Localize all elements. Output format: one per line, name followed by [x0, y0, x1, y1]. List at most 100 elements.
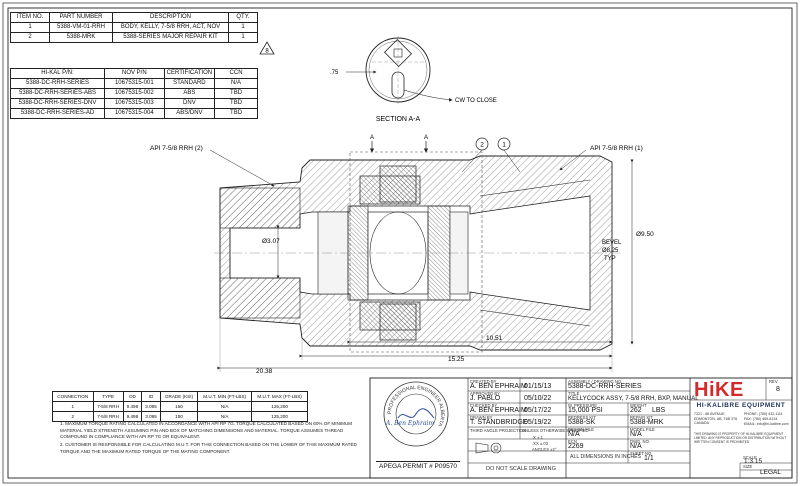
engineer-stamp: PROFESSIONAL ENGINEER ALBERTA: [382, 380, 450, 448]
logo-text: HiKE: [694, 379, 744, 401]
dwg-no-label: DWG. NO.: [630, 439, 651, 444]
pressure-label: W. PRESSURE: [568, 403, 598, 408]
design-file: N/A: [568, 431, 580, 438]
tolerance-3: ANGLES ±2°: [532, 447, 557, 452]
tolerance-1: .X ±.1: [532, 435, 543, 440]
third-angle-projection-icon: [475, 442, 502, 454]
ecn: 2269: [568, 443, 584, 450]
do-not-scale: DO NOT SCALE DRAWING: [486, 466, 556, 472]
section-label: SECTION A-A: [376, 116, 421, 123]
title-label: TITLE: [568, 391, 580, 396]
approved-by: J. PABLO: [470, 395, 501, 402]
callouts: API 7-5/8 RRH (2) API 7-5/8 RRH (1) 2 1: [150, 137, 643, 187]
assembly-number: 5388-DC-RRH-SERIES: [568, 383, 642, 390]
tolerance-2: .XX ±.03: [532, 441, 549, 446]
company-address: 7321 - 68 AVENUE, EDMONTON, AB, T6B 3T6 …: [694, 412, 738, 425]
scale-label: SCALE: [743, 455, 757, 460]
drawn-by: T. STANDBRIDGE: [470, 419, 528, 426]
section-dimension: .75: [330, 70, 339, 76]
dwg-no: N/A: [630, 443, 642, 450]
sheet-number: 1/1: [644, 455, 654, 462]
bore-dimension: Ø3.07: [262, 238, 280, 245]
repair-kit: 5388-MRK: [630, 419, 664, 426]
company-phone: PHONE: (780) 432-1111 FAX: (780) 469-813…: [744, 412, 783, 421]
kellycock-body-section: [214, 151, 620, 353]
pressure: 15,000 PSI: [568, 407, 603, 414]
checked-by-label: CHECKED BY: [470, 403, 498, 408]
sheet-label: SHEET NO.: [630, 451, 653, 456]
model-file: N/A: [630, 431, 642, 438]
torque-header-row: CONNECTION TYPE OD ID GRADE (KSI) M.U.T.…: [52, 391, 308, 402]
weight-label: WEIGHT: [630, 403, 647, 408]
repair-label: REPAIR KIT: [630, 415, 653, 420]
revision-flag-icon: 8: [259, 41, 275, 55]
note-2: 2. CUSTOMER IS RESPONSIBLE FOR CALCULATI…: [60, 442, 357, 454]
cut-label-left: A: [370, 135, 374, 141]
apega-permit: APEGA PERMIT # P09570: [376, 461, 460, 470]
table-row: 2 7-5/8 RRH 9.498 3.095 150 N/A 125,200: [52, 411, 308, 422]
part-number-table: HI-KAL P/N: NOV P/N CERTIFICATION CCN 53…: [9, 68, 258, 119]
section-cut-markers: A A: [369, 135, 429, 153]
torque-grade: 150: [159, 411, 199, 422]
company-email: EMAIL: info@hi-kalibre.com: [744, 422, 789, 426]
dimensions: Ø3.07 Ø9.50 BEVEL Ø8.25 TYP 10.51 15.25 …: [217, 159, 654, 375]
weight: 262: [630, 407, 642, 414]
api-left-label: API 7-5/8 RRH (2): [150, 145, 203, 152]
design-file-label: DESIGN FILE: [568, 427, 595, 432]
units-note: ALL DIMENSIONS IN INCHES: [570, 454, 642, 460]
cut-label-right: A: [424, 135, 428, 141]
note-1: 1. MAXIMUM TORQUE RATING CALCULATED IN A…: [60, 421, 353, 439]
pn-hikal: 5388-DC-RRH-SERIES-AD: [9, 108, 106, 119]
redress-kit: 5388-SK: [568, 419, 596, 426]
torque-type: 7-5/8 RRH: [92, 411, 124, 422]
torque-max: 125,200: [251, 411, 308, 422]
company-disclaimer: THIS DRAWING IS PROPERTY OF HI-KALIBRE E…: [694, 432, 787, 444]
drawing-title: KELLYCOCK ASSY, 7-5/8 RRH, BXP, MANUAL: [568, 395, 699, 402]
cw-to-close-label: CW TO CLOSE: [455, 98, 497, 104]
redress-label: REDRESS KIT: [568, 415, 596, 420]
scale: 1:3.15: [744, 458, 763, 465]
bom-qty: 1: [228, 32, 258, 43]
company-name: HI-KALIBRE EQUIPMENT: [696, 402, 786, 409]
torque-table: CONNECTION TYPE OD ID GRADE (KSI) M.U.T.…: [52, 391, 308, 422]
checked-by: A. BEN EPHRAIM: [470, 407, 527, 414]
balloon-2-text: 2: [480, 142, 484, 149]
company-logo: HiKE: [694, 380, 764, 402]
pn-ccn: TBD: [214, 108, 258, 119]
checked-date: 05/17/22: [524, 407, 552, 414]
approved-by-label: APPROVED BY: [470, 391, 501, 396]
created-by: A. BEN EPHRAIM: [470, 383, 527, 390]
balloon-1-text: 1: [502, 142, 506, 149]
dimension-1525: 15.25: [448, 356, 465, 363]
stamp-signature: A. Ben Ephraim: [386, 420, 435, 427]
dimension-2038: 20.38: [256, 368, 273, 375]
projection-label: THIRD ANGLE PROJECTION: [470, 428, 527, 433]
section-a-a-view: .75 CW TO CLOSE SECTION A-A: [330, 36, 497, 123]
model-file-label: MODEL FILE: [630, 427, 655, 432]
approved-date: 05/10/22: [524, 395, 552, 402]
tolerance-label: UNLESS OTHERWISE SPECIFIED: [522, 428, 589, 433]
bom-table: ITEM NO. PART NUMBER DESCRIPTION QTY. 1 …: [10, 12, 258, 43]
weight-unit: LBS: [652, 407, 666, 414]
table-row: 2 5388-MRK 5388-SERIES MAJOR REPAIR KIT …: [10, 32, 258, 43]
stamp-seal-icon: PROFESSIONAL ENGINEER ALBERTA: [383, 381, 449, 447]
od-dimension: Ø9.50: [636, 231, 654, 238]
rev: 8: [776, 386, 780, 393]
size-label: SIZE: [743, 464, 753, 469]
rev-label: REV: [769, 379, 778, 384]
bevel-typ: TYP: [604, 256, 616, 262]
ecn-label: ECN: [568, 439, 577, 444]
bevel-label: BEVEL: [602, 240, 622, 246]
created-by-label: CREATED BY: [470, 379, 497, 384]
torque-min: N/A: [197, 411, 253, 422]
bevel-diameter: Ø8.25: [602, 248, 619, 254]
drawn-date: 05/19/22: [524, 419, 552, 426]
api-right-label: API 7-5/8 RRH (1): [590, 145, 643, 152]
drawn-by-label: DRAWN BY: [470, 415, 493, 420]
size: LEGAL: [760, 469, 781, 476]
dimension-1051: 10.51: [486, 335, 503, 342]
